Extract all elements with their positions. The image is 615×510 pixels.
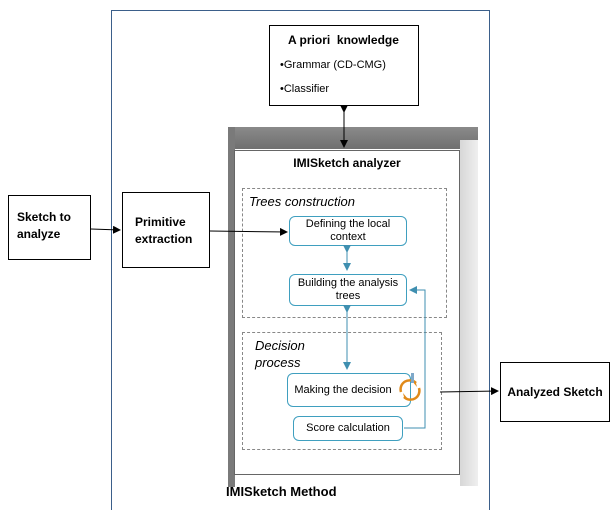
building-trees-label: Building the analysis trees: [297, 277, 399, 302]
decision-to-output-arrow: [439, 387, 499, 396]
score-calculation-box: Score calculation: [293, 416, 403, 441]
sketch-input-box: Sketch to analyze: [8, 195, 91, 260]
making-decision-box: Making the decision: [287, 373, 411, 407]
feedback-loop-arrow: [404, 286, 426, 429]
trees-construction-title: Trees construction: [249, 194, 355, 209]
score-calculation-label: Score calculation: [306, 422, 390, 434]
input-to-primitive-arrow: [90, 225, 121, 234]
analyzer-title: IMISketch analyzer: [293, 156, 401, 170]
cycle-icon: [399, 373, 421, 401]
method-frame: [111, 10, 490, 510]
knowledge-box: A priori knowledge •Grammar (CD-CMG) •Cl…: [269, 25, 419, 106]
local-context-label: Defining the local context: [305, 218, 391, 243]
primitive-extraction-label: Primitive extraction: [135, 215, 193, 246]
analyzer-depth-side: [460, 140, 478, 486]
making-decision-label: Making the decision: [294, 383, 392, 396]
method-label: IMISketch Method: [226, 484, 337, 499]
local-context-box: Defining the local context: [289, 216, 407, 246]
primitive-to-context-arrow: [209, 227, 288, 236]
analyzed-sketch-label: Analyzed Sketch: [507, 385, 603, 399]
knowledge-title: A priori knowledge: [288, 33, 399, 47]
knowledge-item-classifier: •Classifier: [280, 83, 330, 95]
primitive-extraction-box: Primitive extraction: [122, 192, 210, 268]
building-trees-box: Building the analysis trees: [289, 274, 407, 306]
decision-process-title: Decision process: [255, 338, 305, 370]
sketch-input-label: Sketch to analyze: [17, 210, 72, 241]
knowledge-item-grammar: •Grammar (CD-CMG): [280, 59, 386, 71]
analyzer-depth-top: [228, 127, 478, 149]
decision-process-region: [242, 332, 442, 450]
analyzed-sketch-box: Analyzed Sketch: [500, 362, 610, 422]
analyzer-depth-left: [228, 127, 235, 487]
